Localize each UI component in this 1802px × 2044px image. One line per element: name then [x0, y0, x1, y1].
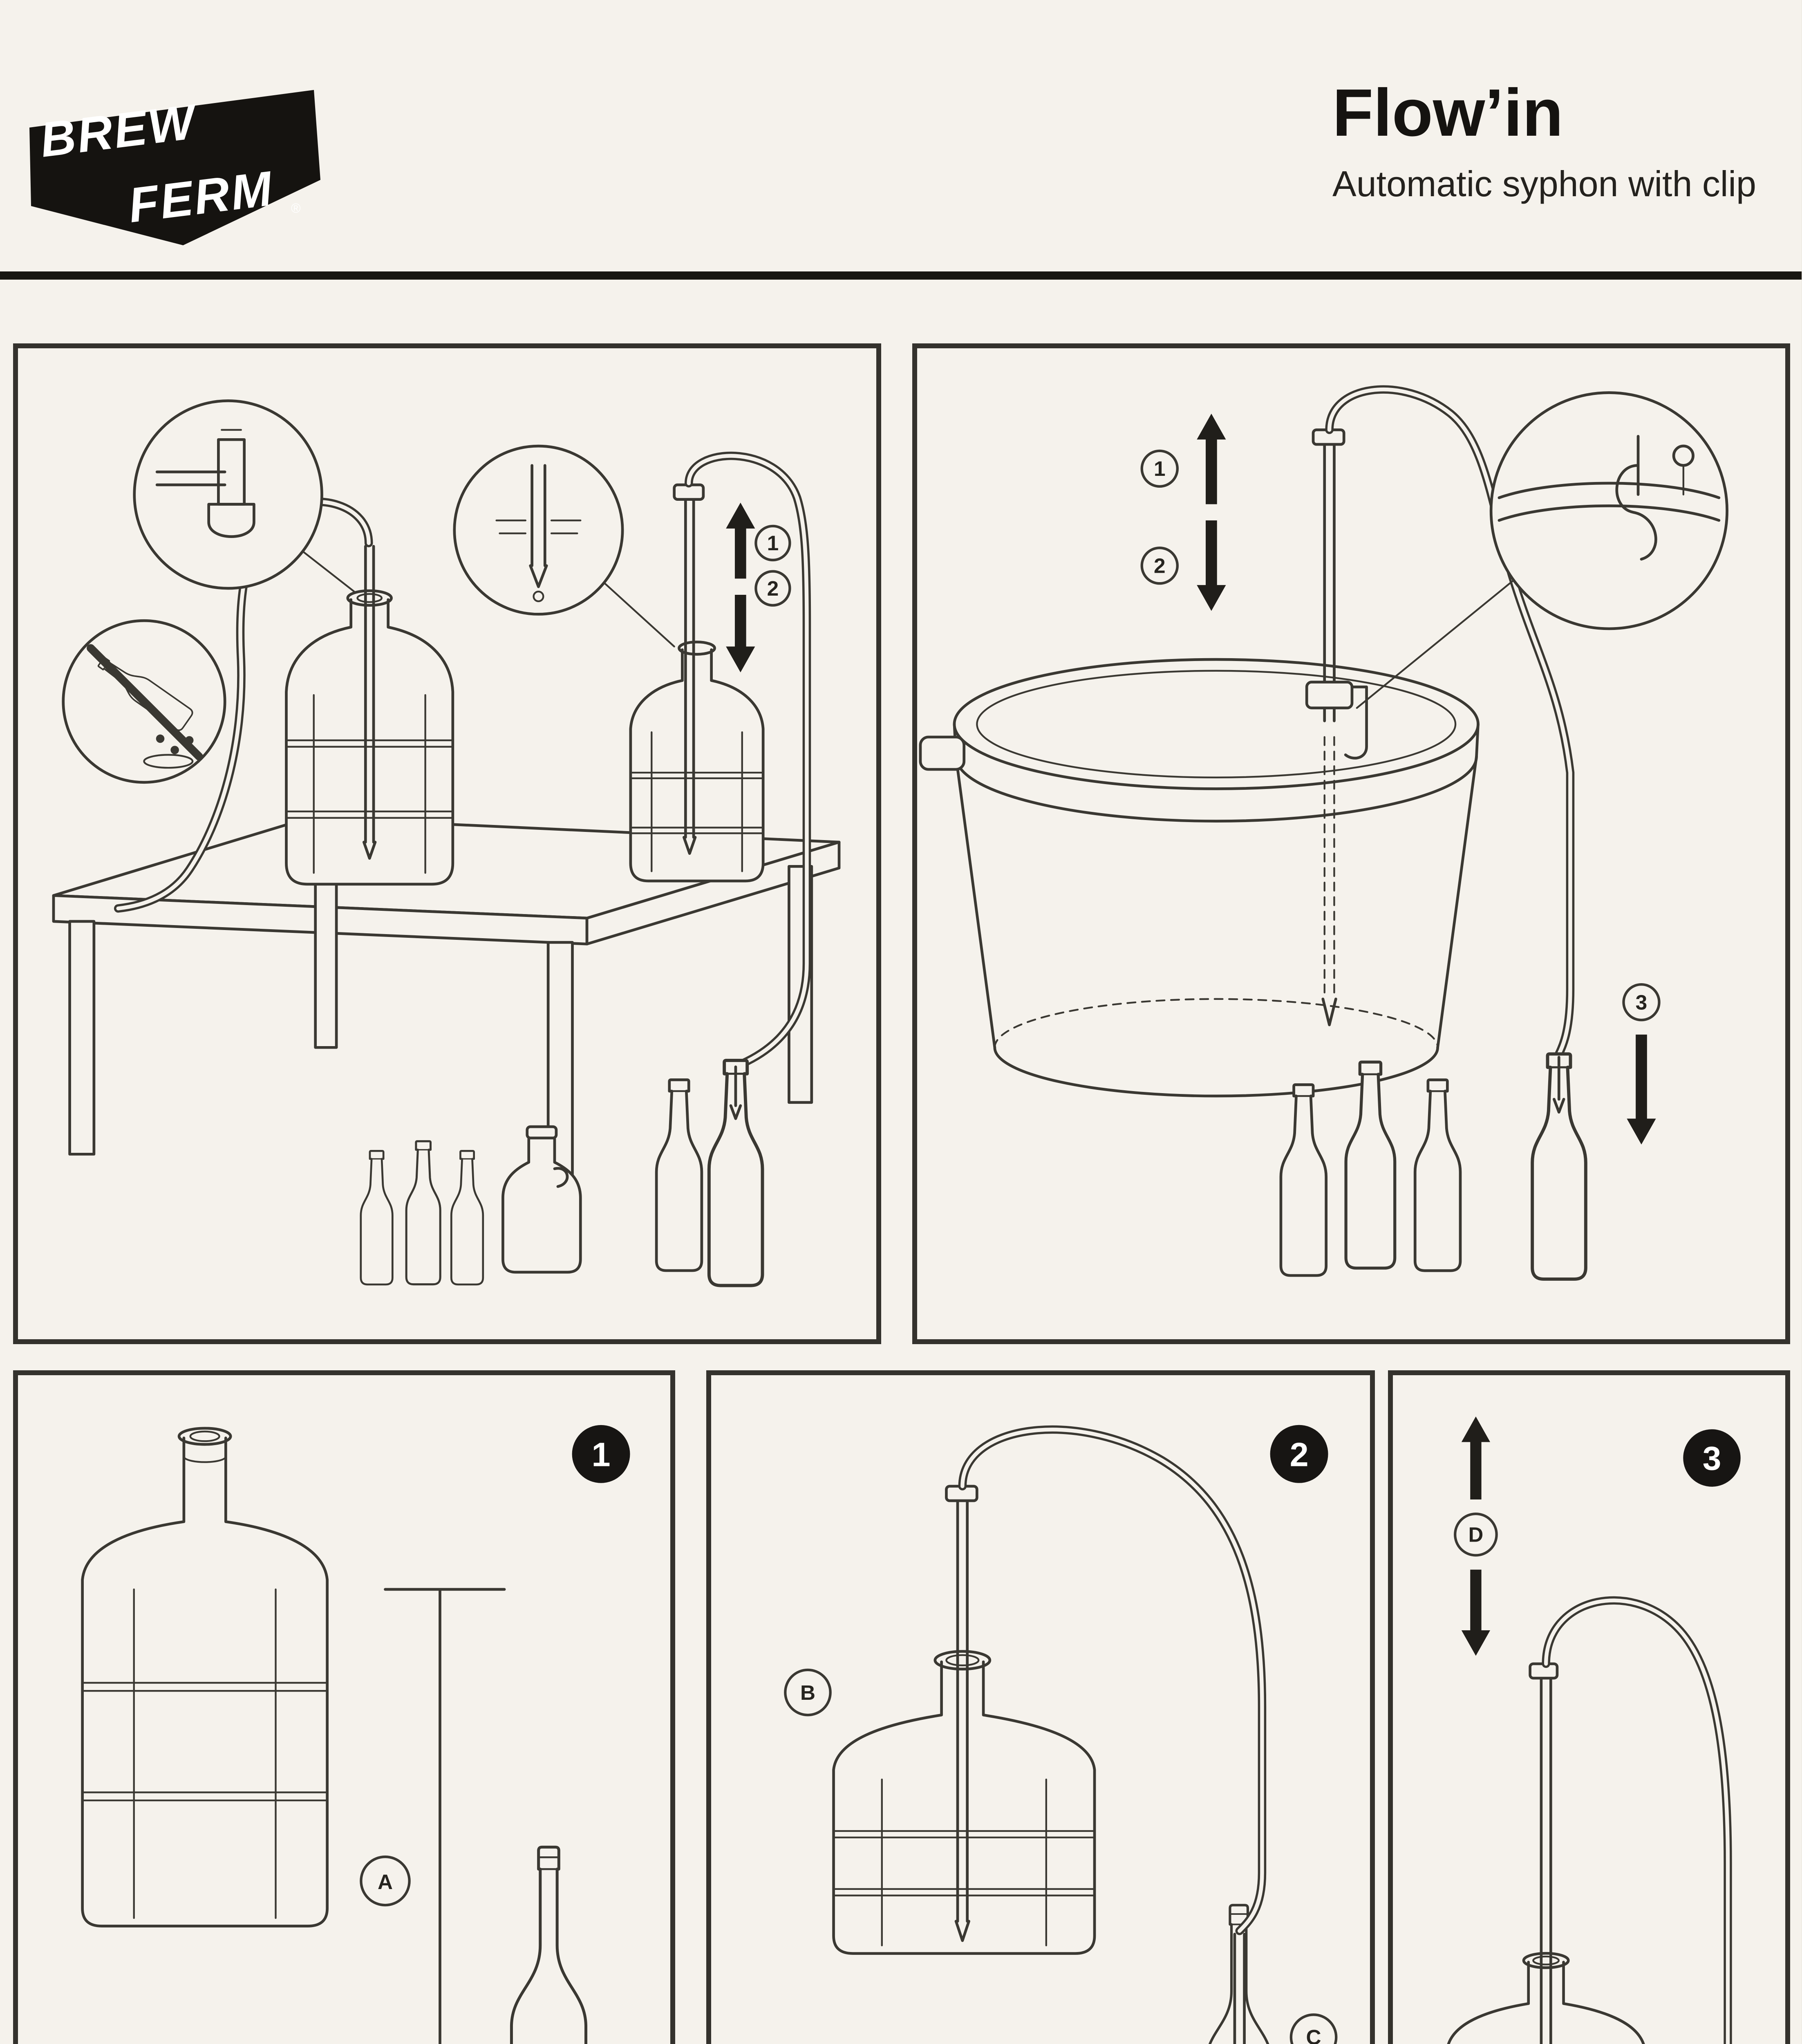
bottles-under-table [361, 1127, 580, 1284]
logo-shield [29, 90, 320, 245]
bottle [511, 1847, 586, 2044]
step-label-1: 1 [767, 531, 779, 555]
fermentation-bucket [919, 658, 1480, 1098]
registered-mark: ® [291, 201, 301, 215]
hose-tip-in-bottle [1553, 1056, 1565, 1114]
label-circle-A [360, 1855, 411, 1907]
inset-tube-in-neck-detail [453, 444, 675, 648]
title-block: Flow’in Automatic syphon with clip [1332, 78, 1756, 206]
panel-step-1: A 1 [13, 1370, 675, 2044]
bottles-being-filled [656, 1060, 762, 1286]
step-badge-number: 1 [592, 1435, 611, 1473]
arrow-up-icon [726, 502, 755, 579]
product-title: Flow’in [1332, 75, 1563, 150]
step-circle-3 [1622, 983, 1661, 1022]
step-label-2: 2 [1154, 554, 1166, 577]
step-circle-1 [754, 524, 791, 562]
fill-step: 3 [1622, 983, 1661, 1145]
inset-syphon-top-detail [133, 399, 355, 593]
hose-tip-in-bottle [1233, 1932, 1246, 2044]
product-subtitle: Automatic syphon with clip [1332, 164, 1756, 205]
step-2-diagram: B C 2 [784, 1425, 1338, 2044]
raise-lower-arrows: 1 2 [1140, 413, 1226, 611]
step-label-2: 2 [767, 576, 779, 600]
step-circle-2 [754, 570, 791, 607]
brewferm-logo-graphic: BREW FERM ® [29, 90, 320, 245]
carboy-with-syphon [1447, 1662, 1645, 2044]
step-label-1: 1 [1154, 457, 1166, 480]
label-circle-B [784, 1668, 832, 1717]
panel-table-overview: 1 2 [13, 343, 881, 1344]
bucket-handle-lug [919, 735, 966, 771]
panel-step-3: D E 3 [1388, 1370, 1790, 2044]
syphon-tube-clipped [1305, 428, 1368, 1026]
arrow-up-icon [1461, 1416, 1491, 1499]
carboy-with-syphon-left [285, 545, 454, 886]
label-D: D [1468, 1523, 1484, 1546]
raise-lower-arrows: D [1454, 1416, 1498, 1656]
prohibition-slash-icon [87, 644, 203, 761]
label-C: C [1306, 2026, 1321, 2044]
brewferm-logo: BREW FERM ® [16, 82, 327, 252]
arrow-down-icon [1627, 1034, 1656, 1145]
inset-no-drip-warning [62, 619, 226, 784]
step-1-diagram: A 1 [81, 1425, 630, 2044]
panel-bucket-overview: 1 2 3 [912, 343, 1790, 1344]
step-badge [572, 1425, 630, 1483]
step-label-3: 3 [1636, 990, 1648, 1014]
drip-icon [156, 734, 165, 743]
arrow-up-icon [1197, 413, 1226, 504]
step-circle-2 [1140, 547, 1179, 585]
step-badge-number: 2 [1290, 1435, 1309, 1473]
step-badge-number: 3 [1703, 1440, 1721, 1477]
header: BREW FERM ® Flow’in Automatic syphon wit… [0, 0, 1802, 275]
carboy [81, 1427, 329, 1927]
step-circle-1 [1140, 449, 1179, 488]
inset-clip-detail [1356, 391, 1728, 709]
step-badge [1683, 1429, 1741, 1487]
bucket-overview-diagram: 1 2 3 [919, 385, 1728, 1339]
carboy-with-syphon [832, 1485, 1096, 1955]
label-A: A [378, 1870, 393, 1894]
arrow-down-icon [1197, 520, 1226, 611]
label-circle-D [1454, 1512, 1498, 1557]
height-measure: A [360, 1588, 506, 2044]
arrow-down-icon [726, 594, 755, 672]
header-divider [0, 271, 1802, 280]
label-B: B [800, 1681, 815, 1704]
raise-lower-arrows: 1 2 [726, 502, 791, 672]
carboy-with-syphon-right [629, 483, 765, 883]
step-badge [1270, 1425, 1328, 1483]
label-circle-C [1289, 2013, 1338, 2044]
table-overview-diagram: 1 2 [52, 399, 841, 1339]
panel-step-2: B C 2 [706, 1370, 1375, 2044]
arrow-down-icon [1461, 1569, 1491, 1656]
drip-icon [170, 746, 179, 754]
step-3-diagram: D E 3 [1447, 1416, 1741, 2044]
hose-tip-in-bottle [729, 1065, 742, 1120]
rim-clip [1305, 681, 1354, 710]
